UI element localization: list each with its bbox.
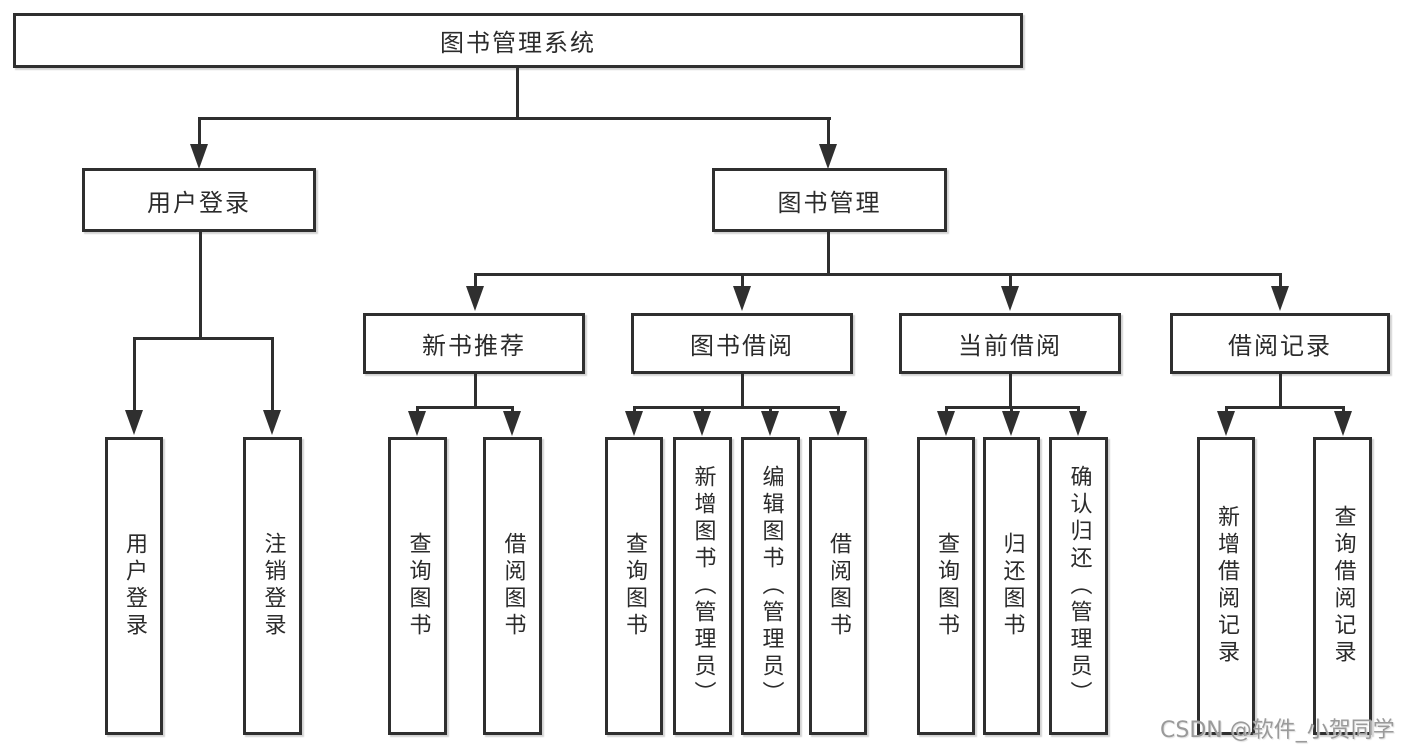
node-new-book-recommend-label: 新书推荐: [422, 332, 526, 360]
leaf-edit-books-admin-label: 编辑图书（管理员）: [758, 464, 784, 708]
connector-line: [827, 230, 830, 276]
arrow-down-icon: [1001, 286, 1019, 311]
leaf-return-books-label: 归还图书: [999, 532, 1025, 640]
arrow-down-icon: [1069, 411, 1087, 436]
node-user-login-label: 用户登录: [147, 188, 251, 217]
connector-line: [516, 66, 519, 119]
leaf-add-borrow-record-label: 新增借阅记录: [1214, 505, 1239, 667]
node-book-borrow: 图书借阅: [631, 313, 853, 374]
connector-line: [1077, 406, 1080, 414]
node-current-borrow: 当前借阅: [899, 313, 1121, 374]
leaf-query-borrow-record-label: 查询借阅记录: [1330, 505, 1356, 667]
leaf-recommend-query-books-label: 查询图书: [405, 532, 431, 640]
connector-line: [741, 273, 744, 289]
connector-line: [416, 406, 419, 414]
connector-line: [416, 406, 514, 409]
leaf-confirm-return-admin-label: 确认归还（管理员）: [1066, 464, 1092, 708]
arrow-down-icon: [733, 286, 751, 311]
arrow-down-icon: [263, 410, 281, 435]
leaf-current-query-books-label: 查询图书: [934, 532, 959, 640]
connector-line: [1225, 406, 1345, 409]
leaf-logout: 注销登录: [243, 437, 302, 735]
connector-line: [271, 337, 274, 412]
node-book-management: 图书管理: [712, 168, 947, 232]
arrow-down-icon: [503, 411, 521, 436]
leaf-borrow-query-books-label: 查询图书: [622, 532, 647, 640]
arrow-down-icon: [625, 411, 643, 436]
arrow-down-icon: [1334, 411, 1352, 436]
leaf-return-books: 归还图书: [983, 437, 1040, 735]
leaf-recommend-borrow-books: 借阅图书: [483, 437, 542, 735]
node-root-label: 图书管理系统: [440, 29, 596, 57]
leaf-edit-books-admin: 编辑图书（管理员）: [741, 437, 800, 735]
connector-line: [474, 273, 1282, 276]
connector-line: [1342, 406, 1345, 414]
arrow-down-icon: [693, 411, 711, 436]
connector-line: [1009, 372, 1012, 408]
connector-line: [198, 117, 831, 120]
leaf-borrow-books: 借阅图书: [809, 437, 867, 735]
connector-line: [945, 406, 948, 414]
node-borrow-records: 借阅记录: [1170, 313, 1390, 374]
arrow-down-icon: [761, 411, 779, 436]
connector-line: [133, 337, 136, 412]
connector-line: [474, 372, 477, 408]
node-user-login: 用户登录: [82, 168, 316, 232]
arrow-down-icon: [1271, 286, 1289, 311]
connector-line: [199, 230, 202, 340]
connector-line: [1225, 406, 1228, 414]
leaf-user-login: 用户登录: [105, 437, 163, 735]
node-new-book-recommend: 新书推荐: [363, 313, 585, 374]
connector-line: [511, 406, 514, 414]
csdn-watermark: CSDN @软件_小贺同学: [1160, 718, 1395, 743]
leaf-logout-label: 注销登录: [260, 532, 286, 640]
connector-line: [837, 406, 840, 414]
leaf-add-books-admin-label: 新增图书（管理员）: [690, 464, 716, 708]
leaf-current-query-books: 查询图书: [917, 437, 975, 735]
arrow-down-icon: [1217, 411, 1235, 436]
arrow-down-icon: [466, 286, 484, 311]
leaf-confirm-return-admin: 确认归还（管理员）: [1049, 437, 1108, 735]
connector-line: [827, 117, 830, 146]
arrow-down-icon: [125, 410, 143, 435]
arrow-down-icon: [937, 411, 955, 436]
connector-line: [701, 406, 704, 414]
node-current-borrow-label: 当前借阅: [958, 332, 1062, 360]
leaf-user-login-label: 用户登录: [122, 532, 147, 640]
node-borrow-records-label: 借阅记录: [1228, 332, 1332, 360]
leaf-query-borrow-record: 查询借阅记录: [1313, 437, 1372, 735]
arrow-down-icon: [829, 411, 847, 436]
leaf-borrow-query-books: 查询图书: [605, 437, 663, 735]
leaf-recommend-borrow-books-label: 借阅图书: [500, 532, 526, 640]
leaf-borrow-books-label: 借阅图书: [826, 532, 851, 640]
arrow-down-icon: [1002, 411, 1020, 436]
node-book-borrow-label: 图书借阅: [690, 332, 794, 360]
arrow-down-icon: [408, 411, 426, 436]
connector-line: [633, 406, 840, 409]
connector-line: [1010, 406, 1013, 414]
connector-line: [741, 372, 744, 408]
arrow-down-icon: [819, 144, 837, 169]
connector-line: [1279, 273, 1282, 289]
connector-line: [633, 406, 636, 414]
connector-line: [769, 406, 772, 414]
connector-line: [1009, 273, 1012, 289]
connector-line: [1279, 372, 1282, 408]
leaf-add-borrow-record: 新增借阅记录: [1197, 437, 1255, 735]
node-book-management-label: 图书管理: [777, 188, 882, 217]
leaf-recommend-query-books: 查询图书: [388, 437, 447, 735]
connector-line: [198, 117, 201, 146]
node-root: 图书管理系统: [13, 13, 1023, 68]
leaf-add-books-admin: 新增图书（管理员）: [673, 437, 732, 735]
arrow-down-icon: [190, 144, 208, 169]
connector-line: [133, 337, 274, 340]
connector-line: [474, 273, 477, 289]
